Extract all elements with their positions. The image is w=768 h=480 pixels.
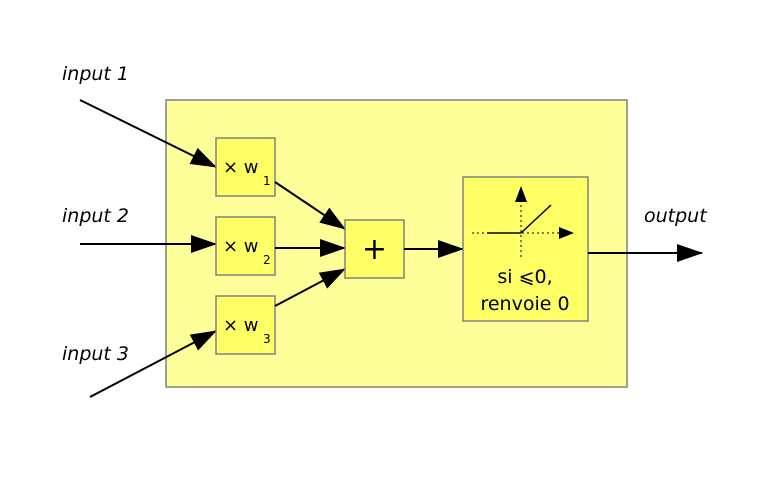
weight-3-to-sum-arrow (274, 268, 346, 307)
sum-box: + (344, 219, 405, 279)
activation-box: si ⩽0, renvoie 0 (462, 176, 589, 322)
weight-2-index: 2 (263, 253, 271, 267)
weight-3-label: × w (223, 315, 259, 336)
input-3-label: input 3 (62, 343, 129, 365)
input-1-arrow (79, 99, 217, 168)
activation-line-1: si ⩽0, (497, 266, 552, 288)
weight-box-2: × w 2 (215, 216, 276, 276)
weight-box-1: × w 1 (215, 137, 276, 197)
weight-1-label: × w (223, 157, 259, 178)
output-label: output (644, 205, 708, 227)
sum-symbol: + (362, 232, 387, 267)
relu-graph-icon (472, 186, 574, 257)
weight-box-3: × w 3 (215, 295, 276, 355)
weight-2-label: × w (223, 236, 259, 257)
activation-line-2: renvoie 0 (480, 293, 569, 315)
weight-1-index: 1 (263, 174, 271, 188)
input-3-arrow (89, 330, 217, 398)
weight-3-index: 3 (263, 332, 271, 346)
input-1-label: input 1 (62, 63, 129, 85)
weight-1-to-sum-arrow (274, 181, 346, 230)
input-2-label: input 2 (62, 205, 129, 227)
